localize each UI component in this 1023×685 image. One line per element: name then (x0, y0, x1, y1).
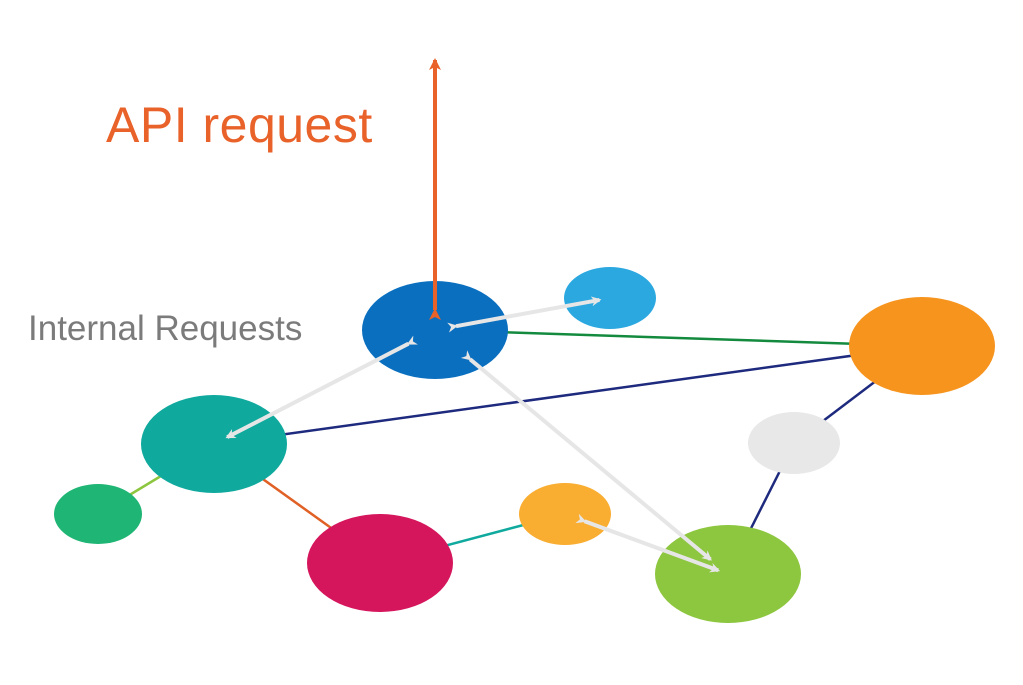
node-small-orange-service (519, 483, 611, 545)
internal-requests-label: Internal Requests (28, 309, 303, 348)
node-light-gray-service (748, 412, 840, 474)
internal-request-arrows (225, 296, 721, 573)
node-magenta-service (307, 514, 453, 612)
node-orange-service (849, 297, 995, 395)
edge-main-to-orange (434, 328, 923, 348)
node-teal-service (141, 395, 287, 493)
request-arrow-orange-small-to-lime (575, 513, 721, 573)
api-request-label: API request (106, 97, 373, 153)
node-light-blue-service (564, 267, 656, 329)
node-lime-service (655, 525, 801, 623)
request-arrow-main-to-teal (225, 335, 418, 439)
node-green-service (54, 484, 142, 544)
request-arrow-main-to-light-blue (447, 296, 602, 333)
